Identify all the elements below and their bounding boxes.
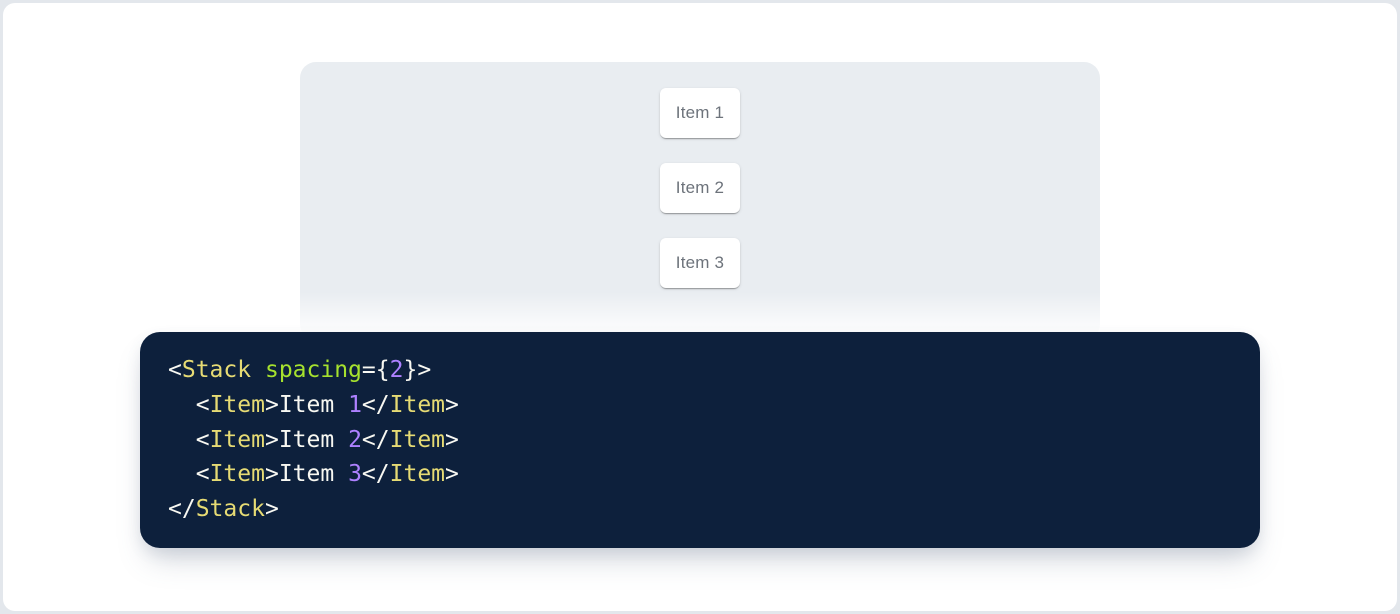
stack-demo-panel: Item 1 Item 2 Item 3 bbox=[300, 62, 1100, 340]
stack-item: Item 1 bbox=[660, 88, 740, 138]
code-line: </Stack> bbox=[168, 496, 279, 523]
stack-demo: Item 1 Item 2 Item 3 bbox=[300, 88, 1100, 288]
code-line: <Stack spacing={2}> bbox=[168, 357, 432, 383]
code-line: <Item>Item 2</Item> bbox=[195, 426, 459, 453]
content-card: Item 1 Item 2 Item 3 <Stack spacing={2}> <… bbox=[3, 3, 1397, 611]
code-line: <Item>Item 1</Item> bbox=[195, 391, 459, 418]
stack-item: Item 2 bbox=[660, 163, 740, 213]
code-lines: <Stack spacing={2}> <Item>Item 1</Item> … bbox=[168, 353, 459, 527]
code-line: <Item>Item 3</Item> bbox=[195, 461, 459, 488]
code-block: <Stack spacing={2}> <Item>Item 1</Item> … bbox=[140, 332, 1260, 548]
stack-item: Item 3 bbox=[660, 238, 740, 288]
